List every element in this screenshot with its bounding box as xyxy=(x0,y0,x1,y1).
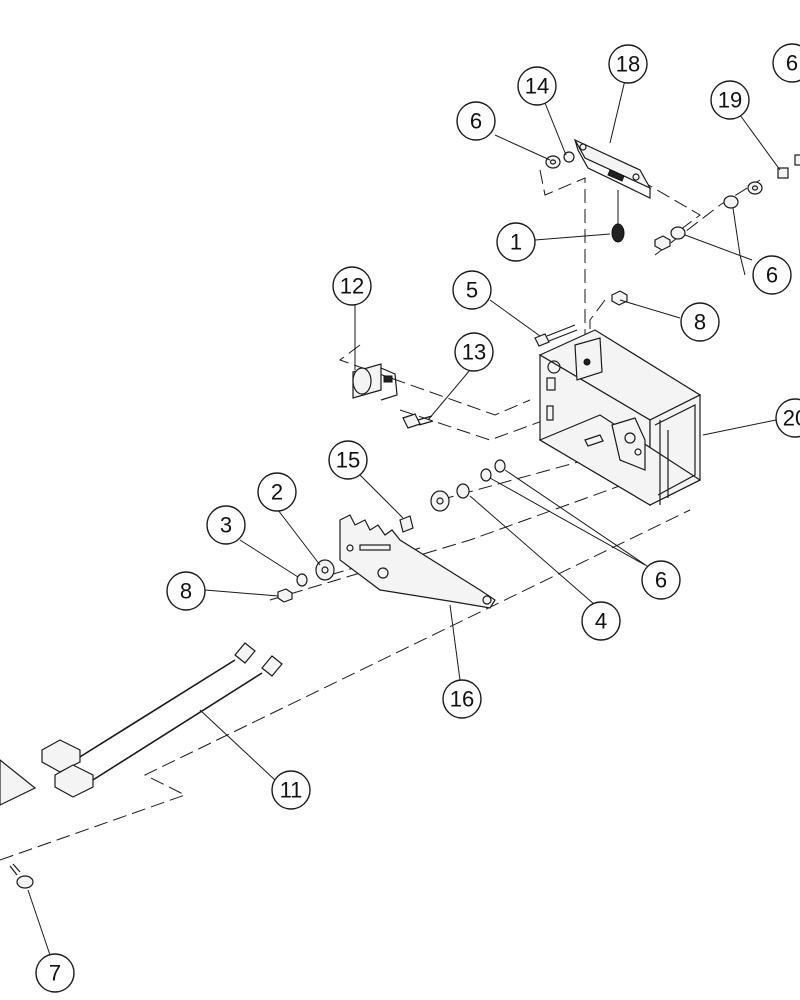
screw-7 xyxy=(9,863,34,889)
spacer-15 xyxy=(399,515,414,533)
callout-8b: 8 xyxy=(680,302,720,342)
callout-2: 2 xyxy=(257,472,297,512)
pin-13 xyxy=(402,413,434,429)
callout-3: 3 xyxy=(206,505,246,545)
callout-7: 7 xyxy=(35,953,75,993)
box-bracket-20 xyxy=(538,329,702,507)
lever-16 xyxy=(339,514,496,609)
callout-1: 1 xyxy=(496,222,536,262)
callout-label: 11 xyxy=(280,778,303,803)
callout-13: 13 xyxy=(454,332,494,372)
callout-16: 16 xyxy=(442,679,482,719)
callout-6d: 6 xyxy=(641,560,681,600)
top-hardware xyxy=(545,151,800,306)
callout-label: 1 xyxy=(510,230,522,255)
callout-label: 18 xyxy=(616,52,640,77)
callout-label: 5 xyxy=(466,278,478,303)
callout-label: 4 xyxy=(595,609,607,634)
callout-5: 5 xyxy=(452,270,492,310)
callout-label: 6 xyxy=(766,263,778,288)
callout-label: 20 xyxy=(783,406,800,431)
callout-6b: 6 xyxy=(772,43,800,83)
callout-label: 8 xyxy=(694,310,706,335)
callout-label: 8 xyxy=(180,579,192,604)
callout-label: 15 xyxy=(336,448,360,473)
callout-8a: 8 xyxy=(166,571,206,611)
assembly-lines xyxy=(0,169,761,861)
callout-label: 6 xyxy=(786,51,798,76)
cable-assembly-11 xyxy=(0,642,283,806)
callout-label: 16 xyxy=(450,687,474,712)
callout-6a: 6 xyxy=(456,101,496,141)
leader-lines xyxy=(27,79,781,956)
callout-label: 14 xyxy=(525,74,549,99)
callout-label: 6 xyxy=(655,568,667,593)
callout-label: 6 xyxy=(470,109,482,134)
callout-4: 4 xyxy=(581,601,621,641)
washer-stack xyxy=(430,459,506,512)
callout-15: 15 xyxy=(328,440,368,480)
callout-label: 12 xyxy=(340,274,364,299)
callout-label: 7 xyxy=(49,961,61,986)
callout-18: 18 xyxy=(608,44,648,84)
callout-label: 19 xyxy=(718,88,742,113)
screw-5 xyxy=(534,324,578,347)
callout-20: 20 xyxy=(775,398,800,438)
callout-12: 12 xyxy=(332,266,372,306)
callout-19: 19 xyxy=(710,80,750,120)
callout-6c: 6 xyxy=(752,255,792,295)
callout-14: 14 xyxy=(517,66,557,106)
callout-label: 3 xyxy=(220,513,232,538)
front-hardware xyxy=(277,559,335,603)
callout-label: 13 xyxy=(462,340,486,365)
bracket-plate-18 xyxy=(573,138,652,199)
spring-1 xyxy=(611,190,625,243)
callout-label: 2 xyxy=(271,480,283,505)
cable-gland-12 xyxy=(352,363,398,401)
callout-11: 11 xyxy=(271,770,311,810)
